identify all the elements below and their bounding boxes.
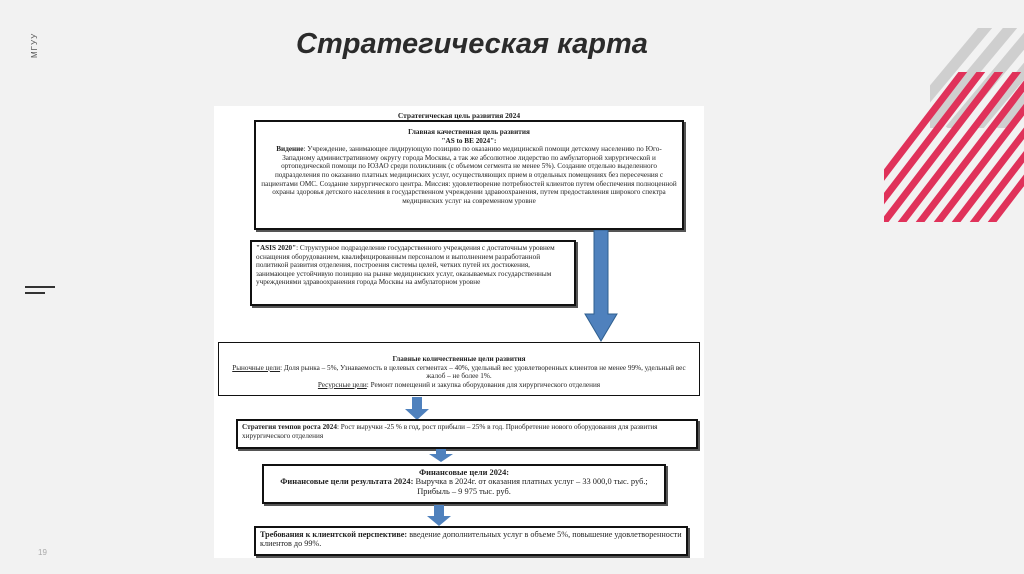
slide-title: Стратегическая карта bbox=[296, 28, 648, 60]
resource-goals-text: : Ремонт помещений и закупка оборудовани… bbox=[366, 380, 601, 389]
resource-goals-label: Ресурсные цели bbox=[317, 380, 367, 389]
down-arrow-large bbox=[584, 230, 618, 342]
growth-strategy-box: Стратегия темпов роста 2024: Рост выручк… bbox=[236, 419, 698, 449]
vision-text: : Учреждение, занимающее лидирующую пози… bbox=[261, 145, 677, 205]
strategy-map-document: Стратегическая цель развития 2024 Главна… bbox=[214, 106, 704, 558]
down-arrow-small-1 bbox=[405, 397, 429, 420]
side-divider-short bbox=[25, 292, 45, 294]
market-goals-label: Рыночные цели bbox=[232, 363, 281, 372]
client-label: Требования к клиентской перспективе: bbox=[260, 530, 408, 539]
side-logo-label: МГУУ bbox=[30, 32, 39, 58]
growth-label: Стратегия темпов роста 2024 bbox=[242, 423, 337, 431]
vision-box: Главная качественная цель развития "AS t… bbox=[254, 120, 684, 230]
asis-label: "ASIS 2020" bbox=[256, 244, 297, 252]
quant-heading: Главные количественные цели развития bbox=[392, 355, 526, 363]
finance-heading: Финансовые цели 2024: bbox=[418, 468, 510, 477]
market-goals-text: : Доля рынка – 5%, Узнаваемость в целевы… bbox=[280, 363, 686, 381]
vision-heading: Главная качественная цель развития bbox=[408, 128, 530, 136]
finance-label: Финансовые цели результата 2024: bbox=[280, 477, 414, 487]
down-arrow-small-2 bbox=[429, 449, 453, 462]
finance-text: Выручка в 2024г. от оказания платных усл… bbox=[413, 477, 648, 496]
vision-subheading: "AS to BE 2024": bbox=[441, 136, 497, 145]
asis-text: : Структурное подразделение государствен… bbox=[256, 244, 555, 287]
side-divider bbox=[25, 286, 55, 288]
growth-text: : Рост выручки -25 % в год, рост прибыли… bbox=[242, 423, 658, 440]
vision-label: Видение bbox=[276, 145, 304, 154]
doc-top-heading: Стратегическая цель развития 2024 bbox=[397, 111, 521, 120]
down-arrow-small-3 bbox=[427, 505, 451, 526]
quantitative-goals-box: Главные количественные цели развития Рын… bbox=[218, 342, 700, 396]
client-text: введение дополнительных услуг в объеме 5… bbox=[260, 530, 682, 549]
financial-goals-box: Финансовые цели 2024: Финансовые цели ре… bbox=[262, 464, 666, 504]
asis-box: "ASIS 2020": Структурное подразделение г… bbox=[250, 240, 576, 306]
client-requirements-box: Требования к клиентской перспективе: вве… bbox=[254, 526, 688, 556]
page-number: 19 bbox=[38, 548, 47, 557]
